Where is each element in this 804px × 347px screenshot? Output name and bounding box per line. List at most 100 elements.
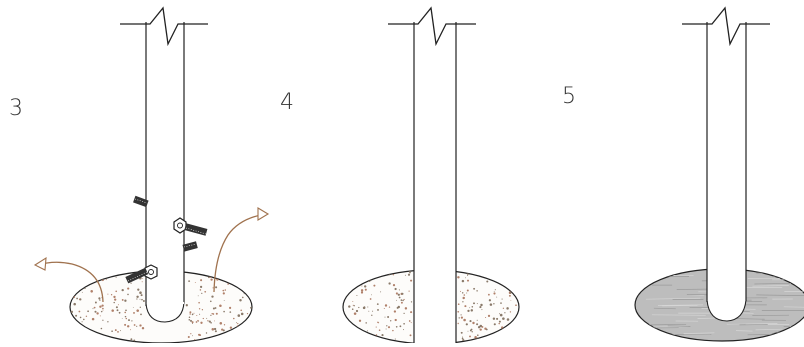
concrete-speck (86, 316, 87, 317)
concrete-speck (198, 302, 200, 304)
concrete-speck (215, 330, 217, 332)
concrete-speck (118, 304, 119, 305)
concrete-speck (365, 322, 367, 324)
concrete-speck (200, 289, 202, 291)
concrete-speck (199, 314, 200, 315)
concrete-speck (241, 313, 244, 316)
concrete-speck (207, 320, 208, 321)
concrete-speck (210, 301, 212, 303)
concrete-speck (124, 300, 126, 302)
concrete-speck (140, 314, 142, 316)
concrete-speck (206, 332, 207, 333)
concrete-speck (130, 283, 131, 284)
concrete-speck (215, 286, 217, 288)
concrete-speck (356, 295, 357, 296)
concrete-speck (95, 302, 97, 304)
concrete-speck (200, 286, 202, 288)
concrete-speck (126, 318, 127, 319)
concrete-speck (488, 294, 490, 296)
concrete-speck (124, 312, 126, 314)
concrete-speck (467, 280, 469, 282)
concrete-speck (377, 309, 379, 311)
concrete-speck (190, 333, 191, 334)
concrete-speck (390, 320, 391, 321)
concrete-speck (411, 301, 412, 302)
concrete-speck (188, 336, 190, 338)
concrete-speck (102, 308, 104, 310)
concrete-speck (510, 292, 512, 294)
concrete-speck (194, 313, 195, 314)
concrete-speck (101, 328, 103, 330)
concrete-speck (403, 313, 404, 314)
concrete-speck (143, 300, 145, 302)
step-number-3: 3 (9, 98, 23, 120)
concrete-speck (462, 297, 464, 299)
concrete-speck (189, 317, 191, 319)
concrete-speck (223, 292, 225, 294)
concrete-speck (352, 308, 354, 310)
concrete-speck (395, 339, 396, 340)
concrete-speck (142, 278, 143, 279)
concrete-speck (468, 331, 469, 332)
concrete-speck (194, 339, 195, 340)
concrete-speck (200, 279, 202, 281)
finish-streak (652, 315, 706, 316)
concrete-speck (83, 319, 85, 321)
concrete-speck (473, 288, 475, 290)
concrete-speck (472, 322, 474, 324)
concrete-speck (219, 304, 222, 307)
concrete-speck (139, 324, 141, 326)
concrete-speck (210, 278, 212, 280)
concrete-speck (230, 311, 232, 313)
concrete-speck (368, 311, 369, 312)
concrete-speck (396, 300, 397, 301)
concrete-speck (515, 304, 517, 306)
concrete-speck (386, 325, 387, 326)
finish-streak (765, 337, 795, 338)
concrete-speck (462, 337, 463, 338)
concrete-speck (358, 307, 359, 308)
concrete-speck (410, 311, 412, 313)
concrete-speck (376, 334, 377, 335)
concrete-speck (500, 314, 503, 317)
concrete-speck (87, 310, 89, 312)
concrete-speck (502, 299, 503, 300)
finish-streak (662, 305, 697, 306)
concrete-speck (356, 310, 358, 312)
concrete-speck (373, 285, 375, 287)
concrete-speck (98, 297, 100, 299)
concrete-speck (195, 282, 196, 283)
concrete-speck (476, 323, 478, 325)
concrete-speck (401, 293, 403, 295)
concrete-speck (189, 311, 191, 313)
step-number-4: 4 (280, 92, 294, 114)
concrete-speck (202, 309, 203, 310)
concrete-speck (113, 302, 114, 303)
finish-streak (769, 272, 804, 273)
concrete-speck (376, 327, 377, 328)
concrete-speck (250, 307, 252, 309)
concrete-speck (140, 299, 141, 300)
concrete-speck (500, 302, 502, 304)
concrete-speck (480, 328, 482, 330)
bolt-icon (174, 218, 207, 236)
concrete-speck (506, 307, 509, 310)
concrete-speck (125, 309, 127, 311)
concrete-speck (507, 318, 510, 321)
concrete-speck (92, 318, 95, 321)
concrete-speck (188, 319, 190, 321)
step-5-post (707, 22, 746, 301)
concrete-speck (463, 294, 465, 296)
concrete-speck (352, 301, 353, 302)
concrete-speck (364, 285, 366, 287)
concrete-speck (396, 292, 398, 294)
concrete-speck (94, 311, 96, 313)
concrete-speck (379, 329, 381, 331)
concrete-speck (79, 299, 80, 300)
concrete-speck (133, 339, 135, 341)
concrete-speck (402, 300, 403, 301)
concrete-speck (211, 313, 212, 314)
concrete-speck (236, 322, 237, 323)
concrete-speck (99, 299, 100, 300)
concrete-speck (242, 297, 244, 299)
